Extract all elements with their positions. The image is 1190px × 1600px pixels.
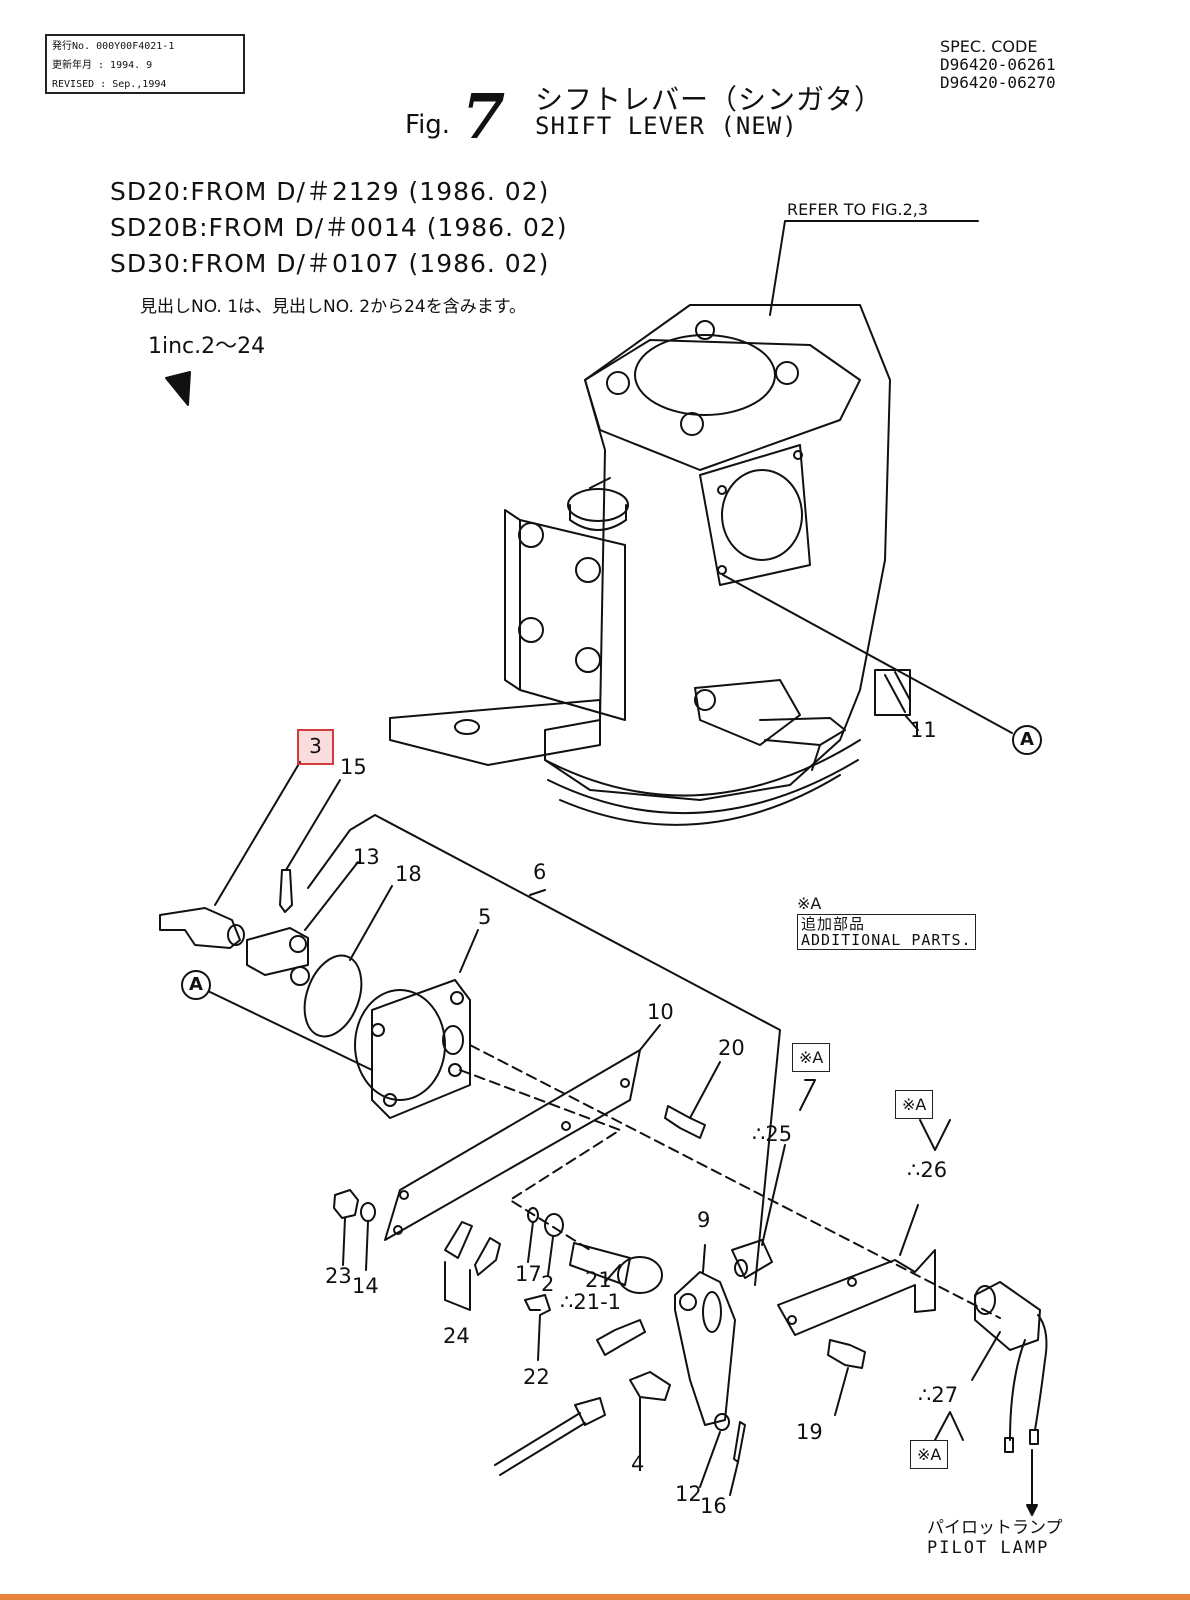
part-21-shaft bbox=[569, 1242, 663, 1294]
callout-16: 16 bbox=[700, 1494, 727, 1518]
spec-code-block: SPEC. CODE D96420-06261 D96420-06270 bbox=[940, 38, 1056, 92]
note-a-26-pointer bbox=[919, 1119, 951, 1151]
circle-a-upper bbox=[1012, 725, 1042, 755]
part-4-rod bbox=[494, 1371, 671, 1476]
part-16-pin bbox=[729, 1421, 746, 1496]
callout-9: 9 bbox=[697, 1208, 711, 1232]
callout-25: ∴25 bbox=[752, 1122, 793, 1146]
pilot-lamp-en: PILOT LAMP bbox=[927, 1538, 1050, 1558]
additional-mark: ※A bbox=[797, 894, 822, 913]
leader-6 bbox=[529, 889, 546, 896]
stamp-issue-no: 発行No. 000Y00F4021-1 bbox=[52, 41, 175, 52]
part-2-washer bbox=[544, 1213, 564, 1237]
callout-11: 11 bbox=[910, 718, 937, 742]
part-21-1-bolt bbox=[596, 1319, 646, 1356]
note-a-box-27: ※A bbox=[910, 1440, 949, 1469]
callout-18: 18 bbox=[395, 862, 422, 886]
callout-10: 10 bbox=[647, 1000, 674, 1024]
callout-4: 4 bbox=[631, 1452, 645, 1476]
callout-6: 6 bbox=[533, 860, 547, 884]
inclusion-note-en: 1inc.2～24 bbox=[148, 334, 266, 359]
callout-19: 19 bbox=[796, 1420, 823, 1444]
stamp-update-date: 更新年月 : 1994. 9 bbox=[52, 60, 153, 71]
part-10-plate bbox=[384, 1024, 661, 1241]
leader-11 bbox=[904, 714, 919, 731]
group-6-bracket bbox=[307, 814, 781, 1286]
circle-a-lower bbox=[181, 970, 211, 1000]
part-5-cover bbox=[354, 929, 479, 1119]
note-a-27-pointer bbox=[934, 1411, 964, 1441]
callout-17: 17 bbox=[515, 1262, 542, 1286]
refer-leader bbox=[769, 220, 979, 316]
additional-parts-note: ※A 追加部品 ADDITIONAL PARTS. bbox=[797, 896, 976, 950]
callout-20: 20 bbox=[718, 1036, 745, 1060]
spec-code-label: SPEC. CODE bbox=[940, 37, 1038, 56]
part-24-link bbox=[444, 1221, 501, 1311]
callout-22: 22 bbox=[523, 1365, 550, 1389]
callout-2: 2 bbox=[541, 1272, 555, 1296]
callout-12: 12 bbox=[675, 1482, 702, 1506]
transmission-housing bbox=[389, 304, 911, 826]
revision-stamp: 発行No. 000Y00F4021-1 更新年月 : 1994. 9 REVIS… bbox=[45, 34, 245, 94]
part-22-bolt bbox=[524, 1294, 551, 1361]
inclusion-note-jp: 見出しNO. 1は、見出しNO. 2から24を含みます。 bbox=[140, 297, 526, 317]
callout-21-1: ∴21-1 bbox=[560, 1290, 622, 1314]
part-14-washer bbox=[360, 1202, 376, 1271]
stamp-revised: REVISED : Sep.,1994 bbox=[52, 79, 167, 90]
part-23-nut bbox=[333, 1189, 359, 1266]
callout-21: 21 bbox=[585, 1268, 612, 1292]
part-12-washer bbox=[714, 1413, 730, 1431]
part-20-bolt bbox=[664, 1061, 721, 1139]
note-a-25-pointer bbox=[799, 1079, 816, 1111]
pilot-lamp-jp: パイロットランプ bbox=[927, 1518, 1063, 1538]
additional-label-jp: 追加部品 bbox=[801, 915, 866, 933]
figure-title-en: SHIFT LEVER (NEW) bbox=[535, 112, 798, 140]
bottom-accent-bar bbox=[0, 1594, 1190, 1600]
callout-3-highlight[interactable]: 3 bbox=[297, 729, 334, 765]
pilot-lamp-label: パイロットランプ PILOT LAMP bbox=[927, 1518, 1063, 1558]
refer-note: REFER TO FIG.2,3 bbox=[787, 200, 929, 219]
callout-24: 24 bbox=[443, 1324, 470, 1348]
part-19-bolt bbox=[827, 1339, 866, 1416]
part-15-pin bbox=[279, 779, 341, 913]
center-line-2 bbox=[459, 1069, 621, 1251]
part-13-block bbox=[246, 861, 359, 976]
callout-14: 14 bbox=[352, 1274, 379, 1298]
leader-a-upper bbox=[722, 574, 1013, 734]
center-line-1 bbox=[469, 1044, 1001, 1319]
part-27-switch bbox=[971, 1281, 1048, 1516]
spec-code-2: D96420-06270 bbox=[940, 73, 1056, 92]
callout-a-upper: A bbox=[1020, 729, 1034, 750]
figure-number: 7 bbox=[462, 80, 506, 153]
callout-a-lower: A bbox=[189, 974, 203, 995]
callout-5: 5 bbox=[478, 905, 492, 929]
callout-23: 23 bbox=[325, 1264, 352, 1288]
additional-label-en: ADDITIONAL PARTS. bbox=[801, 931, 972, 949]
part-3-lever bbox=[159, 761, 301, 949]
serial-sd30: SD30:FROM D/＃0107 (1986. 02) bbox=[110, 249, 550, 278]
part-26-bracket bbox=[777, 1204, 936, 1336]
callout-26: ∴26 bbox=[907, 1158, 948, 1182]
part-9-arm bbox=[674, 1244, 736, 1426]
serial-sd20b: SD20B:FROM D/＃0014 (1986. 02) bbox=[110, 213, 568, 242]
snap-ring bbox=[290, 966, 310, 986]
additional-label-box: 追加部品 ADDITIONAL PARTS. bbox=[797, 914, 976, 950]
callout-15: 15 bbox=[340, 755, 367, 779]
part-25-sleeve bbox=[731, 1144, 786, 1279]
spec-code-1: D96420-06261 bbox=[940, 55, 1056, 74]
pointer-arrow-icon bbox=[165, 371, 191, 406]
serial-sd20: SD20:FROM D/＃2129 (1986. 02) bbox=[110, 177, 550, 206]
note-a-box-25: ※A bbox=[792, 1043, 831, 1072]
callout-27: ∴27 bbox=[918, 1383, 959, 1407]
note-a-box-26: ※A bbox=[895, 1090, 934, 1119]
figure-title-jp: シフトレバー（シンガタ） bbox=[535, 83, 884, 116]
callout-13: 13 bbox=[353, 845, 380, 869]
part-18-oring bbox=[303, 954, 363, 1038]
figure-prefix: Fig. bbox=[405, 110, 451, 140]
